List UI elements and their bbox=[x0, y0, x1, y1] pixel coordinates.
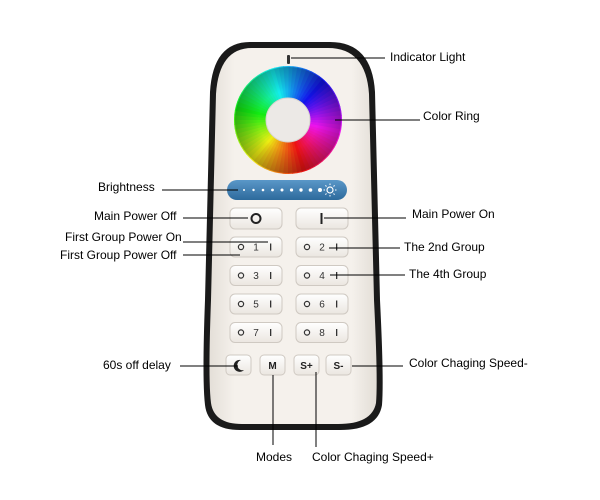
moon-icon bbox=[233, 359, 244, 372]
circle-icon bbox=[237, 243, 245, 251]
brightness-dot bbox=[261, 188, 265, 192]
circle-icon bbox=[303, 272, 311, 279]
bar-icon bbox=[320, 213, 323, 224]
speed-plus-button-label: S+ bbox=[300, 361, 313, 372]
bar-icon bbox=[270, 272, 272, 279]
bar-icon bbox=[270, 243, 272, 251]
circle-icon bbox=[250, 213, 262, 224]
speed-plus-button[interactable]: S+ bbox=[293, 354, 320, 376]
circle-icon bbox=[237, 329, 245, 336]
group-button-2[interactable]: 2 bbox=[295, 236, 349, 258]
bar-icon bbox=[336, 243, 338, 251]
group-button-5[interactable]: 5 bbox=[229, 293, 283, 315]
group-button-1[interactable]: 1 bbox=[229, 236, 283, 258]
brightness-dot bbox=[289, 188, 294, 192]
group-button-label: 6 bbox=[319, 300, 325, 311]
brightness-dot bbox=[252, 188, 255, 192]
label-second-group: The 2nd Group bbox=[404, 240, 485, 254]
group-button-6[interactable]: 6 bbox=[295, 293, 349, 315]
main-power-on-button[interactable] bbox=[295, 207, 349, 230]
modes-button-label: M bbox=[268, 361, 276, 372]
label-indicator-light: Indicator Light bbox=[390, 50, 466, 64]
speed-minus-button[interactable]: S- bbox=[325, 354, 352, 376]
label-first-group-power-on: First Group Power On bbox=[65, 230, 182, 244]
group-button-label: 2 bbox=[319, 243, 325, 254]
brightness-slider[interactable] bbox=[227, 180, 347, 200]
label-fourth-group: The 4th Group bbox=[409, 267, 487, 281]
speed-minus-button-label: S- bbox=[334, 361, 344, 372]
circle-icon bbox=[303, 300, 311, 308]
group-button-label: 7 bbox=[253, 328, 259, 339]
delay-button[interactable] bbox=[225, 354, 252, 376]
group-button-label: 1 bbox=[253, 243, 259, 254]
group-button-4[interactable]: 4 bbox=[295, 265, 349, 286]
group-button-7[interactable]: 7 bbox=[229, 322, 283, 343]
label-modes: Modes bbox=[256, 450, 292, 464]
bar-icon bbox=[336, 329, 338, 336]
indicator-light bbox=[287, 55, 290, 64]
modes-button[interactable]: M bbox=[259, 354, 286, 376]
label-speed-plus: Color Chaging Speed+ bbox=[312, 450, 434, 464]
label-off-delay: 60s off delay bbox=[103, 358, 171, 372]
label-main-power-on: Main Power On bbox=[412, 207, 495, 221]
group-button-label: 5 bbox=[253, 300, 259, 311]
group-button-8[interactable]: 8 bbox=[295, 322, 349, 343]
brightness-dot bbox=[271, 188, 274, 192]
brightness-dot bbox=[308, 188, 313, 192]
group-button-label: 3 bbox=[253, 271, 259, 282]
group-buttons: 1 2 3 4 5 6 7 8 bbox=[229, 236, 349, 343]
bar-icon bbox=[336, 300, 338, 308]
leader-lines bbox=[162, 57, 420, 447]
label-color-ring: Color Ring bbox=[423, 109, 480, 123]
group-button-label: 4 bbox=[319, 271, 325, 282]
group-button-3[interactable]: 3 bbox=[229, 265, 283, 286]
brightness-dot bbox=[299, 188, 303, 192]
circle-icon bbox=[237, 300, 245, 308]
circle-icon bbox=[303, 243, 311, 251]
circle-icon bbox=[303, 329, 311, 336]
brightness-dot bbox=[318, 188, 322, 192]
main-power-off-button[interactable] bbox=[229, 207, 283, 230]
sun-icon bbox=[323, 183, 337, 197]
color-ring[interactable] bbox=[233, 65, 343, 175]
label-speed-minus: Color Chaging Speed- bbox=[409, 356, 528, 370]
brightness-dot bbox=[280, 188, 284, 192]
bar-icon bbox=[270, 329, 272, 336]
circle-icon bbox=[237, 272, 245, 279]
label-first-group-power-off: First Group Power Off bbox=[60, 248, 177, 262]
label-brightness: Brightness bbox=[98, 180, 155, 194]
color-ring-center bbox=[265, 97, 311, 143]
group-button-label: 8 bbox=[319, 328, 325, 339]
brightness-dot bbox=[243, 189, 245, 191]
bar-icon bbox=[270, 300, 272, 308]
label-main-power-off: Main Power Off bbox=[94, 209, 177, 223]
